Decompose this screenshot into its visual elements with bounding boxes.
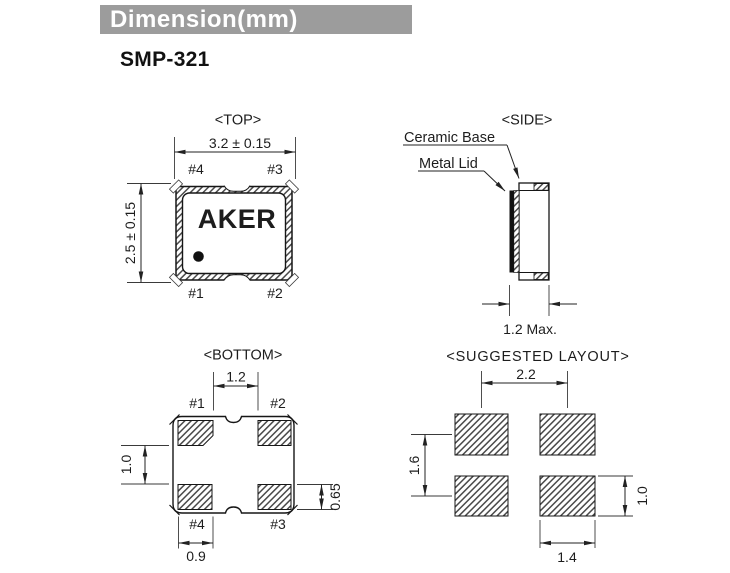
bottom-pin4-label: #4: [189, 516, 205, 532]
layout-pad-height-dim: 1.0: [634, 486, 650, 506]
bottom-pad-2: [257, 420, 292, 446]
bottom-pad-height-dim: 0.65: [327, 483, 343, 510]
layout-pad-top-right: [539, 413, 596, 456]
top-view: <TOP> 3.2 ± 0.15 #4 #3 AKER #1: [122, 113, 300, 301]
bottom-pad-1: [177, 420, 214, 446]
side-lid-seal: [513, 190, 520, 273]
layout-pitch-y-dim: 1.6: [406, 456, 422, 476]
top-width-dim: 3.2 ± 0.15: [209, 135, 271, 151]
top-pin2-label: #2: [267, 285, 283, 301]
layout-view-title: <SUGGESTED LAYOUT>: [446, 349, 629, 365]
top-view-title: <TOP>: [215, 113, 261, 129]
bottom-pad-4: [177, 484, 213, 510]
side-ceramic-body: [518, 182, 550, 281]
top-pin1-label: #1: [188, 285, 204, 301]
bottom-pad-width-dim: 0.9: [186, 548, 206, 564]
corner-chamfer: [168, 272, 184, 288]
corner-tick: [287, 504, 298, 516]
ceramic-base-label: Ceramic Base: [404, 130, 495, 146]
side-view-title: <SIDE>: [502, 113, 553, 129]
bottom-edge-notch: [224, 274, 250, 282]
layout-pad-top-left: [454, 413, 509, 456]
bottom-pad-3: [257, 484, 292, 510]
metal-lid-label: Metal Lid: [419, 156, 478, 172]
side-thickness-dim: 1.2 Max.: [503, 321, 557, 337]
corner-tick: [287, 414, 298, 425]
layout-pad-width-dim: 1.4: [557, 549, 577, 565]
bottom-view: <BOTTOM> 1.2 #1 #2 1.0: [118, 348, 343, 565]
top-pin3-label: #3: [267, 161, 283, 177]
top-edge-notch-line: [223, 185, 251, 192]
top-edge-notch: [224, 184, 250, 192]
metal-lid-leader-arrow: [483, 170, 506, 192]
side-terminal-top: [533, 183, 549, 191]
corner-chamfer: [284, 179, 300, 194]
bottom-pin3-label: #3: [270, 516, 286, 532]
section-header-title: Dimension(mm): [110, 6, 298, 33]
bottom-edge-notch-line: [223, 274, 251, 281]
bottom-pin2-label: #2: [270, 395, 286, 411]
suggested-layout-view: <SUGGESTED LAYOUT> 2.2 1.6 1.0: [406, 349, 650, 565]
corner-tick: [169, 504, 180, 516]
side-terminal-bottom: [533, 272, 549, 280]
corner-chamfer: [168, 179, 184, 194]
bottom-view-title: <BOTTOM>: [204, 348, 283, 364]
bottom-pin1-label: #1: [189, 395, 205, 411]
part-number: SMP-321: [120, 48, 210, 71]
top-height-dim: 2.5 ± 0.15: [122, 202, 138, 264]
side-metal-lid: [509, 190, 514, 273]
pin1-marker-dot: [193, 251, 204, 262]
bottom-gap-x-dim: 1.2: [226, 369, 246, 385]
brand-logo-text: AKER: [198, 204, 277, 234]
section-header-bar: Dimension(mm): [100, 5, 412, 34]
package-top-lid: [181, 192, 287, 275]
layout-pitch-x-dim: 2.2: [516, 366, 536, 382]
bottom-gap-y-dim: 1.0: [118, 455, 134, 475]
top-pin4-label: #4: [188, 161, 204, 177]
ceramic-base-leader-arrow: [506, 144, 520, 179]
layout-pad-bottom-right: [539, 475, 596, 517]
corner-chamfer: [284, 272, 300, 288]
corner-tick: [169, 414, 180, 425]
side-view: <SIDE> Ceramic Base Metal Lid 1.2 Max.: [403, 113, 577, 337]
layout-pad-bottom-left: [454, 475, 509, 517]
